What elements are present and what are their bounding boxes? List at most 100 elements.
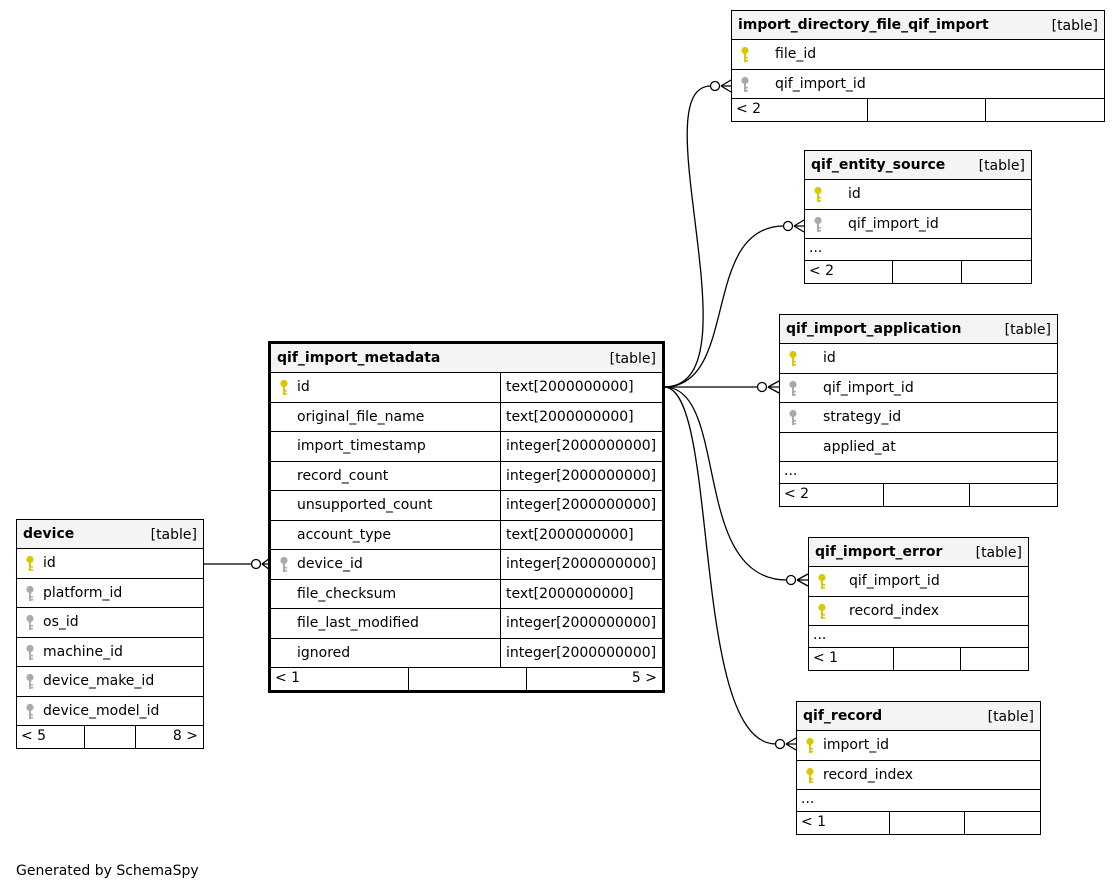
column-type: text[2000000000]: [500, 402, 634, 431]
column-row: ignored integer[2000000000]: [271, 638, 662, 668]
table-tag: [table]: [609, 351, 656, 367]
column-type: text[2000000000]: [500, 520, 634, 549]
column-name: id: [43, 555, 56, 571]
column-type: integer[2000000000]: [500, 550, 656, 579]
table-tag: [table]: [150, 527, 197, 543]
table-name: qif_record: [803, 708, 883, 724]
column-row: platform_id: [17, 579, 203, 608]
footer-right: 8 >: [172, 728, 198, 744]
column-row: file_id: [732, 40, 1104, 70]
footer-left: < 2: [736, 101, 762, 117]
column-name: id: [823, 350, 836, 366]
foreign-key-icon: [813, 216, 823, 234]
primary-key-icon: [817, 573, 827, 591]
table-name: qif_entity_source: [811, 157, 946, 173]
column-row: device_id integer[2000000000]: [271, 550, 662, 580]
column-row: qif_import_id: [809, 567, 1028, 597]
column-row: os_id: [17, 608, 203, 638]
table-tag: [table]: [987, 709, 1034, 725]
column-row: machine_id: [17, 638, 203, 667]
foreign-key-icon: [25, 673, 35, 691]
foreign-key-icon: [740, 76, 750, 94]
table-tag: [table]: [978, 158, 1025, 174]
column-type: integer[2000000000]: [500, 491, 656, 520]
footer-right: 5 >: [631, 670, 657, 686]
ellipsis-row: ...: [797, 790, 1040, 812]
table-qif-import-metadata[interactable]: qif_import_metadata [table] id text[2000…: [268, 341, 665, 693]
table-import-directory-file-qif-import[interactable]: import_directory_file_qif_import [table]…: [731, 10, 1105, 122]
table-name: device: [23, 526, 75, 542]
ellipsis-row: ...: [780, 462, 1057, 484]
column-name: record_count: [297, 467, 389, 484]
column-name: import_id: [823, 737, 890, 753]
column-row: file_checksum text[2000000000]: [271, 579, 662, 609]
footer-left: < 5: [21, 728, 47, 744]
generated-by-text: Generated by SchemaSpy: [16, 863, 199, 879]
column-type: integer[2000000000]: [500, 432, 656, 461]
column-name: record_index: [823, 766, 914, 783]
column-name: qif_import_id: [823, 379, 914, 396]
rel-metadata-entity: [663, 225, 785, 388]
table-name: import_directory_file_qif_import: [738, 17, 989, 33]
rel-metadata-record: [663, 386, 777, 745]
table-footer: < 2: [732, 99, 1104, 121]
primary-key-icon: [805, 737, 815, 755]
column-row: import_timestamp integer[2000000000]: [271, 432, 662, 462]
column-name: machine_id: [43, 643, 123, 660]
table-qif-record[interactable]: qif_record [table] import_id record_inde…: [796, 701, 1041, 835]
table-device[interactable]: device [table] id platform_id os_id mach…: [16, 519, 204, 749]
column-name: id: [297, 379, 310, 395]
primary-key-icon: [25, 555, 35, 573]
column-name: id: [848, 186, 861, 202]
column-name: qif_import_id: [775, 75, 866, 92]
table-name: qif_import_error: [815, 544, 943, 560]
column-name: import_timestamp: [297, 438, 426, 454]
foreign-key-icon: [279, 556, 289, 574]
column-type: text[2000000000]: [500, 373, 634, 402]
footer-left: < 1: [813, 650, 839, 666]
table-name: qif_import_metadata: [277, 350, 441, 366]
column-name: device_id: [297, 556, 363, 572]
column-row: device_model_id: [17, 697, 203, 726]
column-row: id: [780, 344, 1057, 374]
column-name: applied_at: [823, 438, 896, 455]
column-name: platform_id: [43, 584, 123, 601]
column-type: integer[2000000000]: [500, 638, 656, 667]
column-row: import_id: [797, 731, 1040, 761]
table-name: qif_import_application: [786, 321, 962, 337]
foreign-key-icon: [25, 585, 35, 603]
table-footer: < 1: [809, 648, 1028, 670]
column-row: unsupported_count integer[2000000000]: [271, 491, 662, 521]
primary-key-icon: [788, 350, 798, 368]
column-name: file_id: [775, 46, 817, 62]
rel-metadata-dirfile: [663, 85, 712, 388]
column-name: ignored: [297, 644, 351, 661]
table-qif-import-error[interactable]: qif_import_error [table] qif_import_id r…: [808, 537, 1029, 671]
table-footer: < 5 8 >: [17, 726, 203, 748]
table-qif-entity-source[interactable]: qif_entity_source [table] id qif_import_…: [804, 150, 1032, 284]
column-name: record_index: [849, 602, 940, 619]
column-name: os_id: [43, 614, 79, 630]
column-row: strategy_id: [780, 403, 1057, 433]
table-footer: < 1 5 >: [271, 668, 662, 690]
column-row: qif_import_id: [780, 374, 1057, 403]
column-row: record_index: [797, 761, 1040, 790]
column-row: applied_at: [780, 433, 1057, 462]
table-qif-import-application[interactable]: qif_import_application [table] id qif_im…: [779, 314, 1058, 507]
footer-left: < 2: [809, 263, 835, 279]
table-tag: [table]: [1004, 322, 1051, 338]
ellipsis-row: ...: [809, 626, 1028, 648]
column-name: file_last_modified: [297, 615, 419, 631]
table-footer: < 1: [797, 812, 1040, 834]
column-name: file_checksum: [297, 585, 397, 602]
footer-left: < 2: [784, 486, 810, 502]
column-name: qif_import_id: [849, 573, 940, 589]
column-row: file_last_modified integer[2000000000]: [271, 609, 662, 639]
column-row: qif_import_id: [732, 70, 1104, 99]
column-row: id text[2000000000]: [271, 373, 662, 403]
column-name: device_make_id: [43, 673, 155, 689]
table-footer: < 2: [780, 484, 1057, 506]
column-row: account_type text[2000000000]: [271, 520, 662, 550]
foreign-key-icon: [25, 703, 35, 721]
